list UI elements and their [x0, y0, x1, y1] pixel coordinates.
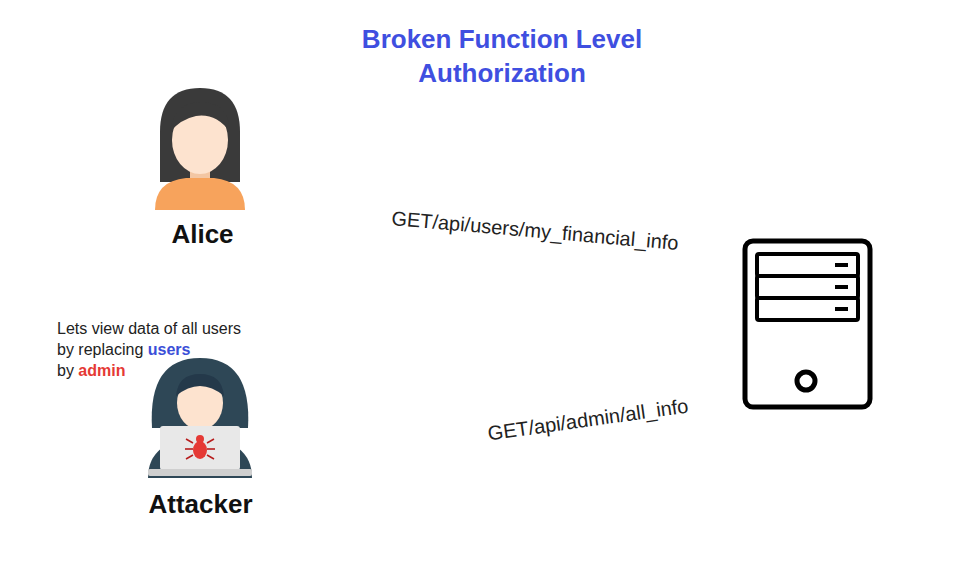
person-label-box: Attacker	[144, 489, 257, 520]
note-text: by	[57, 362, 74, 379]
person-name: Alice	[167, 219, 238, 250]
attacker-note: Lets view data of all usersby replacing …	[57, 318, 241, 381]
note-text: users	[148, 341, 191, 358]
note-text: by replacing	[57, 341, 143, 358]
request-label: GET/api/admin/all_info	[486, 395, 690, 446]
person-label-box: Alice	[167, 219, 238, 250]
server-icon	[745, 241, 870, 407]
attacker-avatar	[148, 358, 252, 478]
request-label: GET/api/users/my_financial_info	[391, 207, 680, 255]
alice-avatar	[155, 88, 245, 210]
diagram-title: Broken Function Level Authorization	[322, 22, 682, 90]
note-text: Lets view data of all users	[57, 320, 241, 337]
person-name: Attacker	[144, 489, 257, 520]
note-text: admin	[78, 362, 125, 379]
